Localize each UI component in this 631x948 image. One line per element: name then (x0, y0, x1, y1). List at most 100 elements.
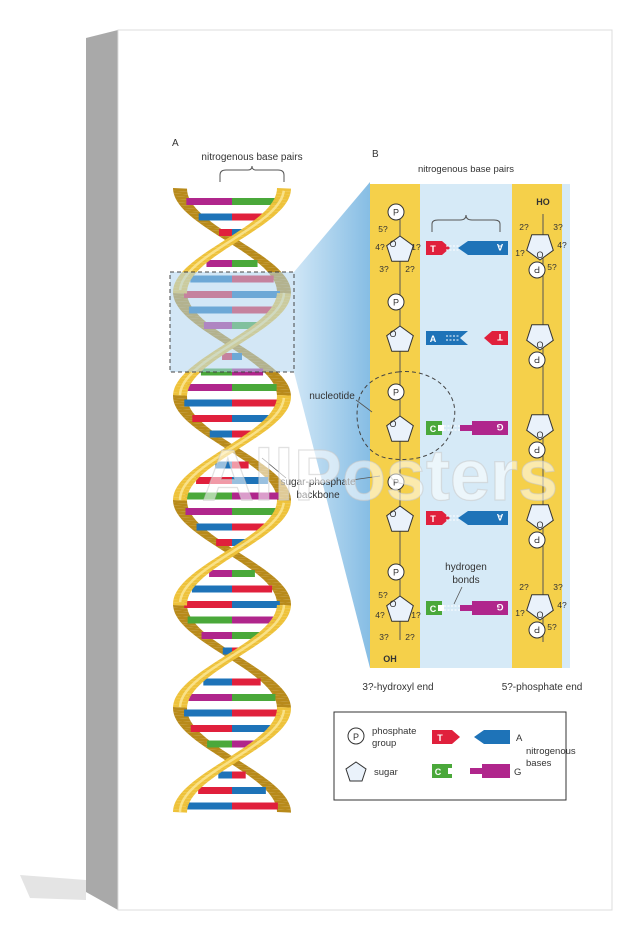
helix-strand-a-segment (267, 621, 284, 626)
helix-strand-a-segment (260, 420, 278, 425)
helix-strand-b-segment (238, 664, 257, 668)
helix-strand-a-segment (243, 772, 262, 776)
carbon-label-3-bottom-left: 3? (379, 632, 389, 642)
helix-strand-b-segment (233, 661, 253, 666)
helix-rung-right (232, 430, 255, 438)
right-sugar-oxygen: O (536, 430, 543, 440)
legend-cytosine-block (432, 764, 452, 778)
legend-guanine-block (482, 764, 510, 778)
left-base-letter: A (430, 334, 437, 344)
carbon-label-4-bottom-left: 4? (375, 610, 385, 620)
helix-strand-a-segment (173, 505, 189, 510)
helix-strand-a-segment (238, 644, 257, 649)
helix-strand-a-segment (274, 386, 290, 390)
legend-adenine-block (474, 730, 510, 744)
left-base-thymine (426, 241, 442, 255)
left-sugar-oxygen: O (389, 599, 396, 609)
helix-strand-b-segment (185, 627, 203, 632)
helix-strand-b-segment (203, 641, 222, 646)
left-phosphate-symbol: P (393, 298, 399, 308)
carbon-label-1-bottom-left: 1? (411, 610, 421, 620)
helix-strand-b-segment (173, 193, 189, 198)
helix-strand-a-segment (193, 738, 211, 742)
right-sugar-oxygen: O (536, 610, 543, 620)
helix-strand-a-segment (175, 718, 192, 722)
helix-strand-b-segment (173, 604, 188, 609)
right-sugar (526, 234, 554, 261)
helix-rung-left (187, 616, 232, 624)
helix-strand-a-segment (272, 590, 289, 595)
helix-rung-left (191, 585, 232, 593)
helix-strand-b-segment (260, 264, 278, 269)
helix-strand-a-segment (274, 610, 290, 615)
helix-strand-a-segment (204, 746, 223, 751)
helix-strand-b-segment (256, 261, 275, 266)
legend-phosphate-icon (347, 727, 365, 745)
helix-rung-left (186, 198, 232, 205)
helix-strand-a-segment (276, 397, 291, 402)
right-base-letter: G (496, 422, 503, 432)
right-phosphate (528, 531, 546, 549)
helix-strand-a-segment (274, 403, 290, 407)
carbon-label-5-bottom-left: 5? (378, 590, 388, 600)
helix-rung-left (222, 647, 232, 655)
helix-strand-a-segment (236, 559, 256, 563)
left-sugar (386, 505, 414, 532)
helix-strand-a-segment (229, 650, 248, 654)
helix-strand-b-segment (245, 253, 264, 257)
helix-rung-left (209, 570, 232, 577)
right-sugar-oxygen: O (536, 520, 543, 530)
backbone-pointer-left (261, 457, 287, 479)
helix-strand-b-segment (247, 463, 266, 467)
helix-strand-a-segment (273, 196, 290, 200)
helix-strand-b-segment (232, 244, 251, 249)
hydrogen-pointer (453, 586, 463, 605)
helix-strand-a-segment (268, 412, 285, 416)
helix-strand-a-segment (230, 233, 250, 237)
right-sugar (526, 594, 554, 621)
helix-strand-a-segment (262, 210, 280, 215)
helix-strand-b-segment (274, 698, 290, 702)
helix-rung-right (232, 213, 266, 221)
helix-strand-b-segment (174, 610, 190, 615)
right-base-guanine-stem (460, 425, 472, 431)
helix-bracket (219, 165, 285, 182)
helix-strand-a-segment (272, 797, 288, 802)
helix-rung-right (232, 601, 280, 608)
helix-strand-b-segment (255, 468, 274, 473)
legend-box (333, 711, 567, 801)
helix-strand-a-segment (275, 596, 291, 600)
right-base-letter: A (496, 242, 503, 252)
helix-strand-b-segment (199, 638, 218, 643)
helix-strand-b-segment (207, 644, 226, 649)
helix-strand-a-segment (247, 775, 266, 779)
backbone-pointer-right (351, 475, 381, 481)
helix-rung-right (232, 461, 249, 469)
helix-strand-a-segment (242, 641, 261, 646)
helix-strand-a-segment (255, 780, 274, 785)
helix-rung-left (185, 508, 232, 515)
helix-strand-a-segment (267, 792, 285, 796)
helix-strand-b-segment (250, 673, 269, 677)
right-phosphate (528, 351, 546, 369)
carbon-label-3-top-right: 3? (553, 222, 563, 232)
helix-rung-right (232, 384, 277, 391)
left-phosphate (387, 563, 405, 581)
helix-strand-a-segment (276, 190, 291, 195)
helix-strand-a-segment (259, 213, 277, 217)
helix-strand-b-segment (276, 497, 291, 501)
helix-strand-a-segment (270, 409, 287, 413)
helix-strand-a-segment (208, 749, 228, 754)
helix-strand-a-segment (272, 199, 288, 203)
right-sugar (526, 504, 554, 531)
right-base-letter: T (497, 332, 503, 342)
helix-strand-a-segment (276, 395, 291, 399)
helix-strand-b-segment (276, 707, 291, 711)
helix-rung-right (232, 616, 277, 624)
helix-strand-a-segment (270, 202, 287, 206)
helix-strand-b-segment (236, 247, 256, 251)
helix-rung-left (206, 260, 232, 267)
helix-strand-a-segment (246, 638, 265, 643)
helix-strand-a-segment (276, 806, 291, 810)
helix-strand-a-segment (272, 406, 289, 410)
